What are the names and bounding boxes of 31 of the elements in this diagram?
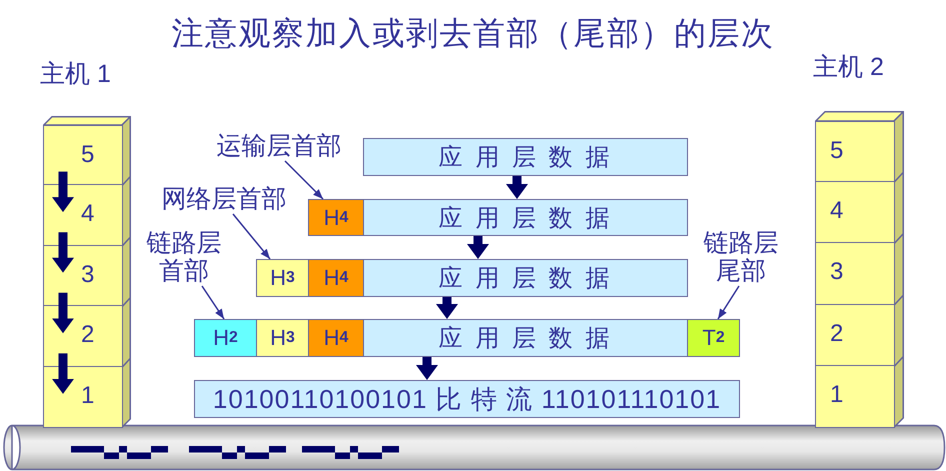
arrow bbox=[52, 172, 74, 212]
leader-line bbox=[232, 214, 271, 260]
arrow bbox=[416, 357, 438, 380]
layer-cell: 3 bbox=[815, 242, 895, 306]
callout-label: 链路层尾部 bbox=[700, 228, 782, 286]
host-label: 主机 2 bbox=[813, 52, 884, 82]
callout-label: 链路层首部 bbox=[143, 228, 225, 286]
leader-line bbox=[717, 286, 740, 320]
arrow bbox=[52, 353, 74, 394]
leader-line bbox=[201, 286, 225, 320]
layer-cell: 2 bbox=[43, 305, 123, 368]
diagram-title: 注意观察加入或剥去首部（尾部）的层次 bbox=[172, 14, 774, 53]
data-box: 应 用 层 数 据 bbox=[363, 259, 688, 297]
layer-cell: 4 bbox=[43, 184, 123, 246]
data-box: 应 用 层 数 据 bbox=[363, 138, 688, 176]
arrow bbox=[52, 292, 74, 334]
callout-label: 运输层首部 bbox=[209, 131, 349, 161]
layer-cell: 2 bbox=[815, 304, 895, 367]
bitstream-box: 10100110100101 比 特 流 110101110101 bbox=[194, 380, 740, 418]
data-box: 应 用 层 数 据 bbox=[363, 319, 688, 357]
callout-label: 网络层首部 bbox=[154, 184, 294, 214]
layer-cell: 1 bbox=[43, 366, 123, 428]
leader-line bbox=[284, 160, 324, 200]
data-box: 应 用 层 数 据 bbox=[363, 199, 688, 236]
arrow bbox=[506, 176, 528, 199]
arrow bbox=[467, 236, 489, 259]
arrow bbox=[436, 297, 458, 319]
host-label: 主机 1 bbox=[40, 59, 111, 89]
arrow bbox=[52, 232, 74, 273]
layer-cell: 1 bbox=[815, 365, 895, 428]
layer-cell: 4 bbox=[815, 180, 895, 244]
